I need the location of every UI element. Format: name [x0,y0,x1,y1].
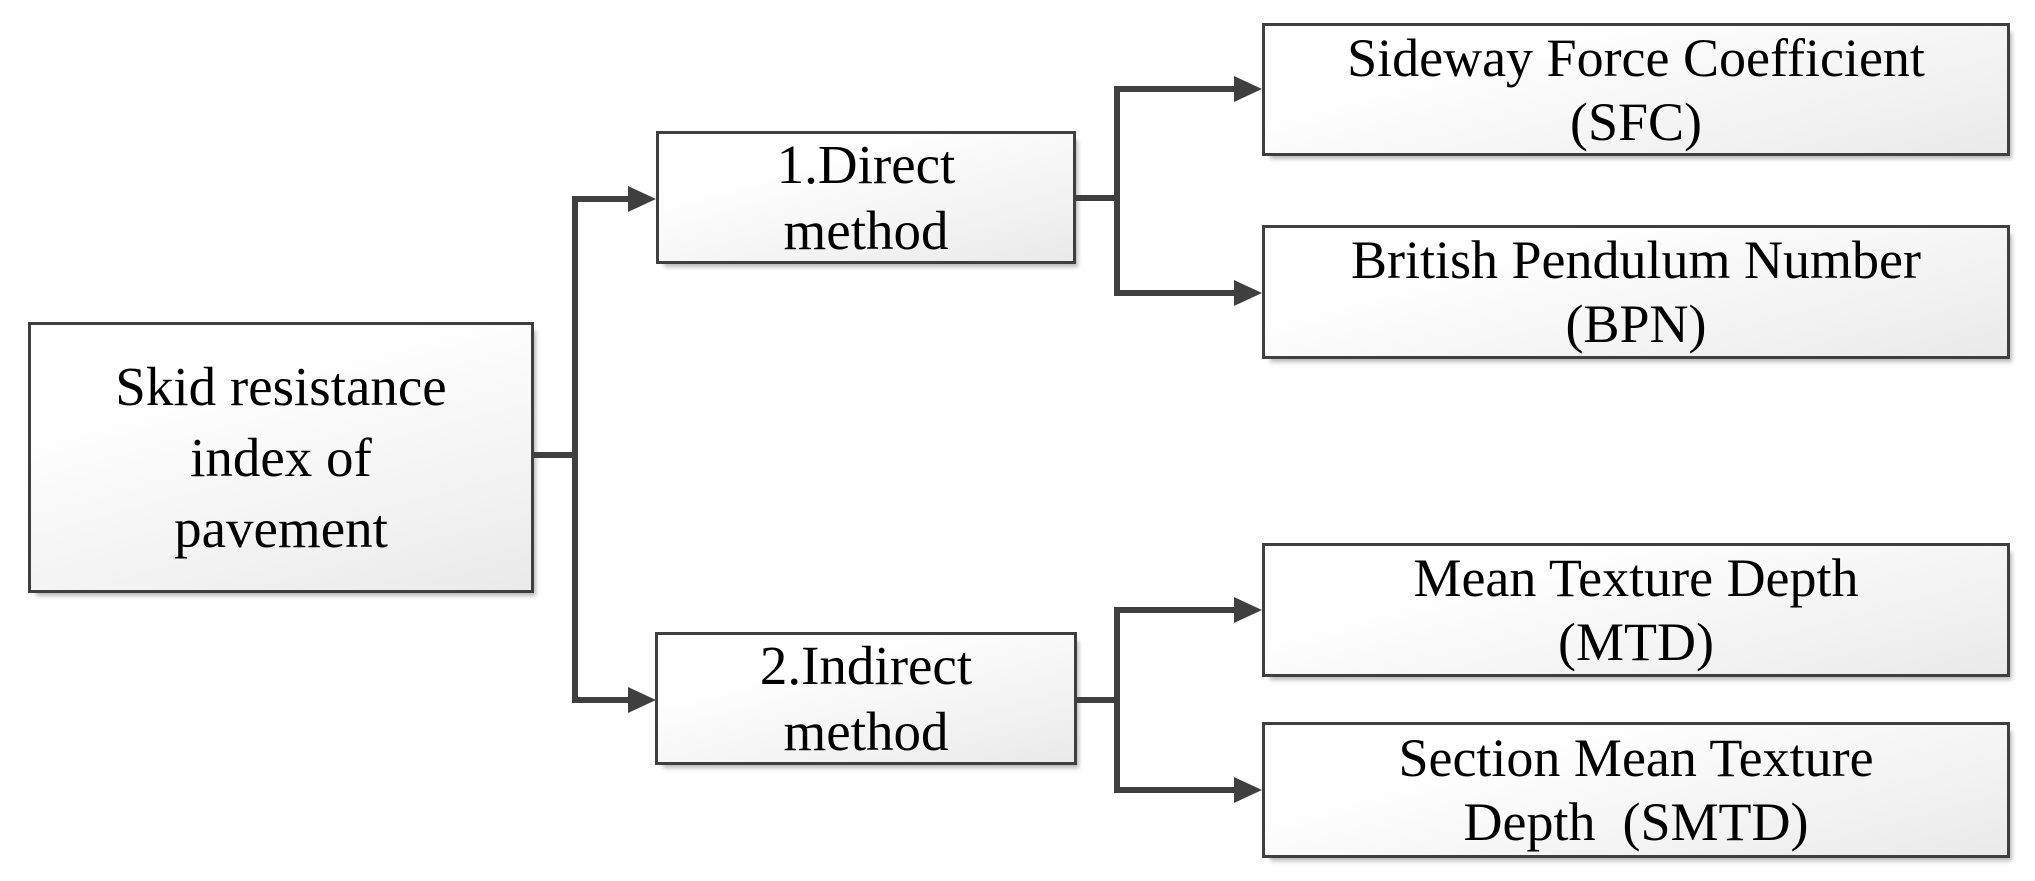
node-mean-texture-depth: Mean Texture Depth (MTD) [1262,543,2010,677]
connector-root-to-direct [572,196,628,202]
node-label: Skid resistance index of pavement [115,356,447,559]
arrowhead-icon [1234,280,1262,306]
node-label: Sideway Force Coefficient (SFC) [1347,27,1925,152]
connector-indirect-to-mtd [1114,607,1234,613]
node-skid-resistance-index-of-pavement: Skid resistance index of pavement [28,322,534,593]
arrowhead-icon [1234,597,1262,623]
arrowhead-icon [628,186,656,212]
arrowhead-icon [628,687,656,713]
node-indirect-method: 2.Indirect method [655,632,1077,765]
connector-trunk-vertical [572,196,578,703]
arrowhead-icon [1234,76,1262,102]
arrowhead-icon [1234,777,1262,803]
node-label: Mean Texture Depth (MTD) [1413,548,1859,672]
node-section-mean-texture-depth: Section Mean Texture Depth (SMTD) [1262,722,2010,858]
connector-direct-to-bpn [1114,290,1234,296]
node-direct-method: 1.Direct method [656,131,1076,264]
connector-direct-to-sfc [1114,86,1234,92]
node-label: 2.Indirect method [759,634,973,762]
connector-root-to-indirect [572,697,628,703]
connector-direct-branch-vertical [1114,86,1120,296]
connector-indirect-branch-vertical [1114,607,1120,793]
connector-indirect-to-smtd [1114,787,1234,793]
node-label: 1.Direct method [776,133,956,261]
node-british-pendulum-number: British Pendulum Number (BPN) [1262,225,2010,359]
node-label: British Pendulum Number (BPN) [1351,230,1921,354]
node-label: Section Mean Texture Depth (SMTD) [1398,728,1874,852]
node-sideway-force-coefficient: Sideway Force Coefficient (SFC) [1262,23,2010,156]
connector-root-outlet [534,452,578,458]
connector-indirect-outlet [1077,697,1120,703]
connector-direct-outlet [1076,195,1120,201]
